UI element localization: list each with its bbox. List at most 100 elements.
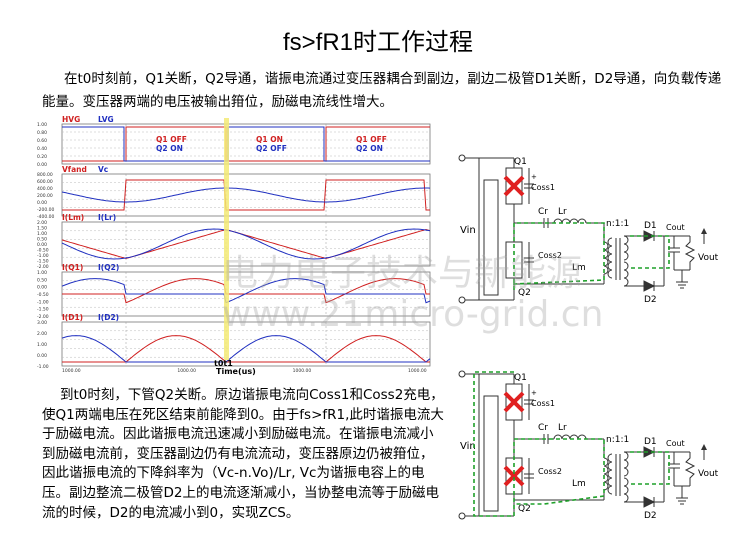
series-label-2: LVG — [98, 116, 114, 124]
series-label-2: I(Q2) — [98, 263, 119, 272]
lr-label: Lr — [558, 423, 567, 433]
id2-trace — [61, 335, 431, 363]
series-label-2: Vc — [98, 165, 108, 174]
waveform-panel-4: I(Q1)I(Q2)1.000.500.00-0.50-1.00-1.50-2.… — [37, 263, 431, 320]
x-tick-label: 1000.00 — [177, 368, 196, 374]
series-label-1: I(D1) — [62, 313, 83, 322]
q1-label: Q1 — [514, 157, 527, 167]
input-terminal — [458, 154, 466, 162]
y-tick-label: -1.00 — [37, 299, 49, 305]
panel-frame — [61, 123, 431, 165]
y-tick-label: -0.50 — [37, 248, 49, 254]
y-tick-label: 2.00 — [37, 220, 47, 226]
vout-arrowhead — [701, 228, 707, 234]
ilr-trace — [61, 228, 431, 260]
series-label-2: I(D2) — [98, 313, 119, 322]
id1-trace — [62, 335, 430, 363]
y-tick-label: 0.50 — [37, 237, 47, 243]
t0-marker-label: t0t1 — [214, 359, 233, 368]
series-label-1: I(Lm) — [62, 213, 84, 222]
vc-trace — [61, 187, 431, 203]
switch-state-label: Q2 OFF — [256, 144, 287, 153]
current-path — [513, 222, 605, 290]
y-tick-label: -2.00 — [37, 264, 49, 270]
lm-label: Lm — [572, 479, 586, 489]
d2-label: D2 — [644, 511, 657, 521]
load-resistor — [684, 236, 696, 270]
switch-state-label: Q2 ON — [356, 144, 383, 153]
lr-label: Lr — [558, 207, 567, 217]
ilm-trace — [61, 228, 431, 260]
y-tick-label: 2.00 — [37, 331, 47, 337]
plus-sign: + — [531, 389, 537, 397]
y-tick-label: 400.00 — [37, 186, 53, 192]
coss1-label: Coss1 — [531, 183, 555, 192]
slide-title: fs>fR1时工作过程 — [282, 29, 474, 56]
q2-label: Q2 — [518, 288, 531, 298]
y-tick-label: 1.00 — [37, 122, 47, 128]
cr-label: Cr — [538, 207, 548, 217]
y-tick-label: 0.50 — [37, 277, 47, 283]
panel-frame — [61, 173, 431, 217]
vin-label: Vin — [460, 441, 476, 452]
y-tick-label: -200.00 — [37, 207, 55, 213]
series-label-2: I(Lr) — [98, 213, 116, 222]
coss1-label: Coss1 — [531, 399, 555, 408]
current-path — [630, 451, 670, 485]
switch-state-label: Q1 OFF — [156, 135, 187, 144]
current-path — [630, 235, 670, 269]
y-tick-label: -400.00 — [37, 214, 55, 220]
y-tick-label: 0.60 — [37, 138, 47, 144]
secondary-winding — [623, 451, 629, 477]
q1-label: Q1 — [514, 373, 527, 383]
y-tick-label: 800.00 — [37, 172, 53, 178]
primary-winding — [607, 453, 613, 495]
lm-label: Lm — [572, 263, 586, 273]
secondary-winding — [623, 261, 629, 287]
vout-arrowhead — [701, 444, 707, 450]
cr-label: Cr — [538, 423, 548, 433]
body-paragraph: 到t0时刻，下管Q2关断。原边谐振电流向Coss1和Coss2充电，使Q1两端电… — [42, 387, 444, 521]
turns-ratio-label: n:1:1 — [606, 435, 629, 445]
y-tick-label: 1.00 — [37, 231, 47, 237]
primary-winding — [607, 237, 613, 279]
intro-paragraph: 在t0时刻前，Q1关断，Q2导通，谐振电流通过变压器耦合到副边，副边二极管D1关… — [42, 71, 722, 110]
vin-label: Vin — [460, 225, 476, 236]
input-source-box — [483, 395, 499, 512]
y-tick-label: 1.00 — [37, 342, 47, 348]
series-label-1: I(Q1) — [62, 263, 83, 272]
time-axis-label: Time(us) — [216, 367, 256, 376]
off-switch-cross — [503, 465, 525, 487]
d2-diode — [643, 496, 656, 508]
y-tick-label: 0.40 — [37, 146, 47, 152]
x-tick-label: 1000.00 — [408, 368, 427, 374]
vfand-trace — [62, 179, 430, 211]
y-tick-label: 200.00 — [37, 193, 53, 199]
turns-ratio-label: n:1:1 — [606, 219, 629, 229]
y-tick-label: 0.00 — [37, 162, 47, 168]
d2-label: D2 — [644, 295, 657, 305]
switch-state-label: Q1 OFF — [356, 135, 387, 144]
off-switch-cross — [503, 391, 525, 413]
cout-label: Cout — [666, 439, 685, 448]
d1-label: D1 — [644, 221, 657, 231]
off-switch-cross — [503, 175, 525, 197]
input-terminal — [458, 296, 466, 304]
y-tick-label: 1.50 — [37, 226, 47, 232]
input-terminal — [458, 512, 466, 520]
y-tick-label: -1.00 — [37, 253, 49, 259]
coss2-label: Coss2 — [538, 251, 562, 260]
vout-label: Vout — [698, 469, 719, 479]
series-label-1: HVG — [62, 116, 80, 124]
t0-marker-band — [224, 118, 229, 360]
input-source-box — [483, 179, 499, 296]
vout-label: Vout — [698, 253, 719, 263]
y-tick-label: -0.50 — [37, 292, 49, 298]
y-tick-label: 0.00 — [37, 353, 47, 359]
secondary-winding — [623, 477, 629, 503]
y-tick-label: 0.00 — [37, 200, 47, 206]
